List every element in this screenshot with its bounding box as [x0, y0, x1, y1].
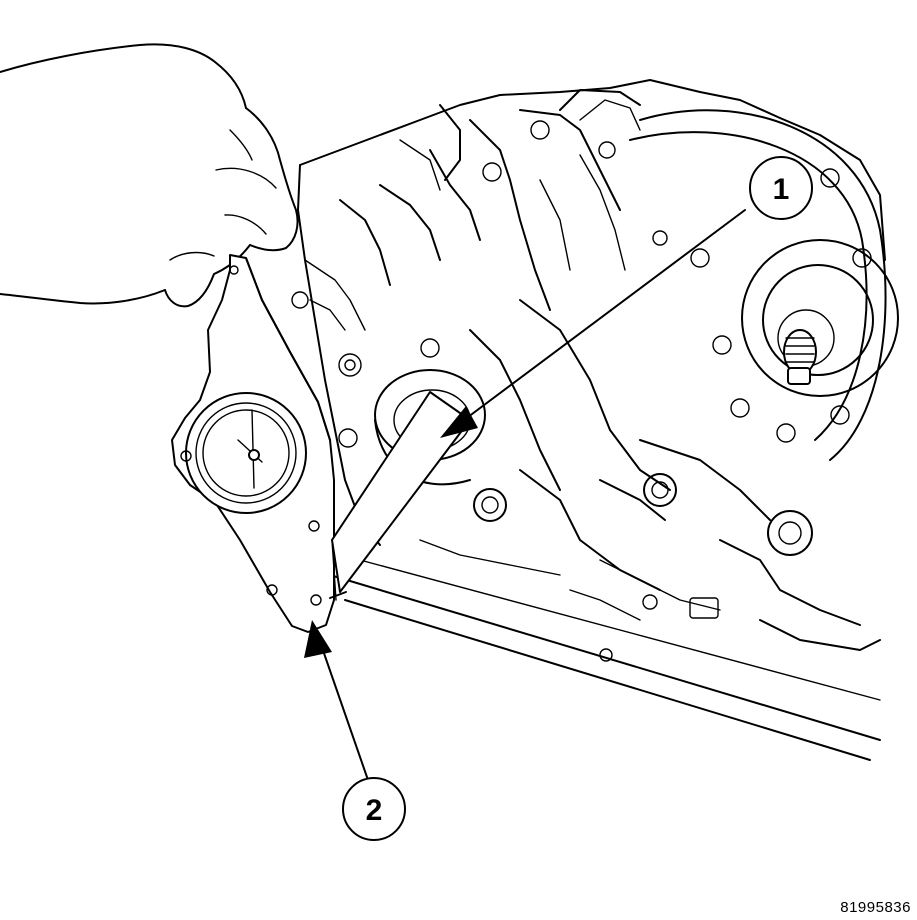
technician-hand: [0, 43, 299, 308]
callout-1-leader: [440, 209, 746, 438]
callout-2-leader: [304, 620, 369, 781]
callout-1: 1: [749, 156, 813, 220]
callout-2: 2: [342, 777, 406, 841]
dial-indicator-tool: [171, 254, 335, 633]
figure-id: 81995836: [840, 899, 911, 916]
callout-2-label: 2: [366, 794, 383, 827]
callout-1-label: 1: [773, 173, 790, 206]
transaxle-case: [291, 79, 899, 761]
